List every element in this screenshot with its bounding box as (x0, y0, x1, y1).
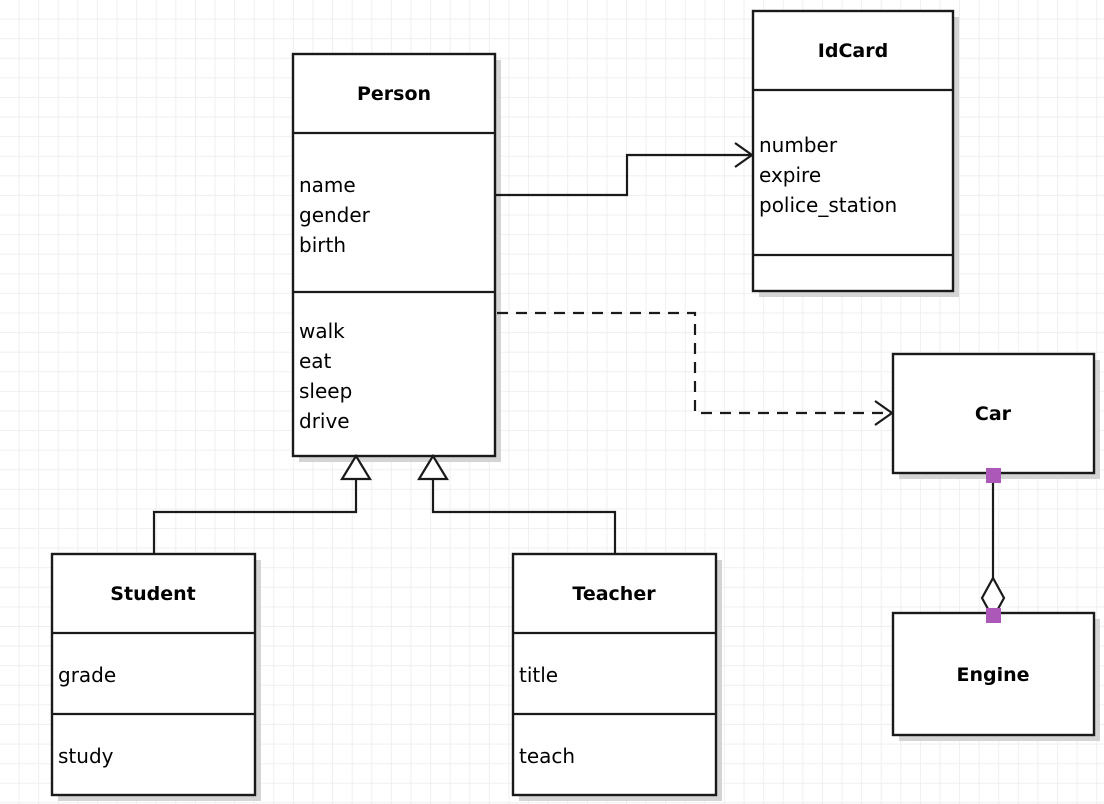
class-body-person[interactable] (291, 52, 497, 458)
relationship-person-to-car[interactable] (497, 311, 894, 426)
class-body-idcard[interactable] (751, 9, 955, 293)
class-node-car[interactable]: Car (891, 352, 1100, 479)
class-operation-person-0: walk (299, 319, 345, 343)
class-operation-student-0: study (58, 744, 114, 768)
generalization-line-student-person[interactable] (152, 477, 358, 554)
class-attribute-student-0: grade (58, 663, 116, 687)
class-title-student: Student (110, 583, 195, 605)
open-arrowhead-icon (874, 400, 894, 426)
class-node-student[interactable]: Student grade study (50, 552, 261, 801)
class-node-engine[interactable]: Engine (891, 611, 1100, 741)
connector-handle-target[interactable] (986, 608, 1001, 623)
class-node-idcard[interactable]: IdCard number expire police_station (751, 9, 959, 297)
relationship-student-to-person[interactable] (152, 453, 372, 554)
class-attribute-idcard-2: police_station (759, 193, 897, 217)
class-operation-teacher-0: teach (519, 744, 575, 768)
class-title-engine: Engine (956, 664, 1029, 686)
class-body-car[interactable] (891, 352, 1096, 475)
relationship-person-to-idcard[interactable] (495, 142, 754, 197)
hollow-triangle-arrowhead-icon (417, 453, 449, 481)
class-body-student[interactable] (50, 552, 257, 797)
class-attribute-idcard-1: expire (759, 163, 821, 187)
class-node-teacher[interactable]: Teacher title teach (511, 552, 722, 801)
class-operation-person-1: eat (299, 349, 332, 373)
relationship-teacher-to-person[interactable] (417, 453, 617, 554)
class-attribute-teacher-0: title (519, 663, 558, 687)
class-operation-person-2: sleep (299, 379, 352, 403)
connector-handle-source[interactable] (986, 468, 1001, 483)
class-operation-person-3: drive (299, 409, 350, 433)
generalization-line-teacher-person[interactable] (431, 477, 617, 554)
class-title-teacher: Teacher (572, 583, 656, 605)
class-title-idcard: IdCard (818, 40, 888, 62)
class-title-car: Car (975, 403, 1012, 425)
class-attribute-person-0: name (299, 173, 356, 197)
class-node-person[interactable]: Person name gender birth walk eat sleep … (291, 52, 501, 462)
dependency-line-person-car[interactable] (497, 311, 891, 415)
hollow-triangle-arrowhead-icon (340, 453, 372, 481)
open-arrowhead-icon (734, 142, 754, 168)
relationship-car-engine-aggregation[interactable] (980, 468, 1006, 623)
class-attribute-idcard-0: number (759, 133, 838, 157)
class-body-engine[interactable] (891, 611, 1096, 737)
class-attribute-person-2: birth (299, 233, 346, 257)
class-title-person: Person (357, 83, 431, 105)
class-attribute-person-1: gender (299, 203, 371, 227)
association-line-person-idcard[interactable] (495, 153, 751, 197)
class-body-teacher[interactable] (511, 552, 718, 797)
